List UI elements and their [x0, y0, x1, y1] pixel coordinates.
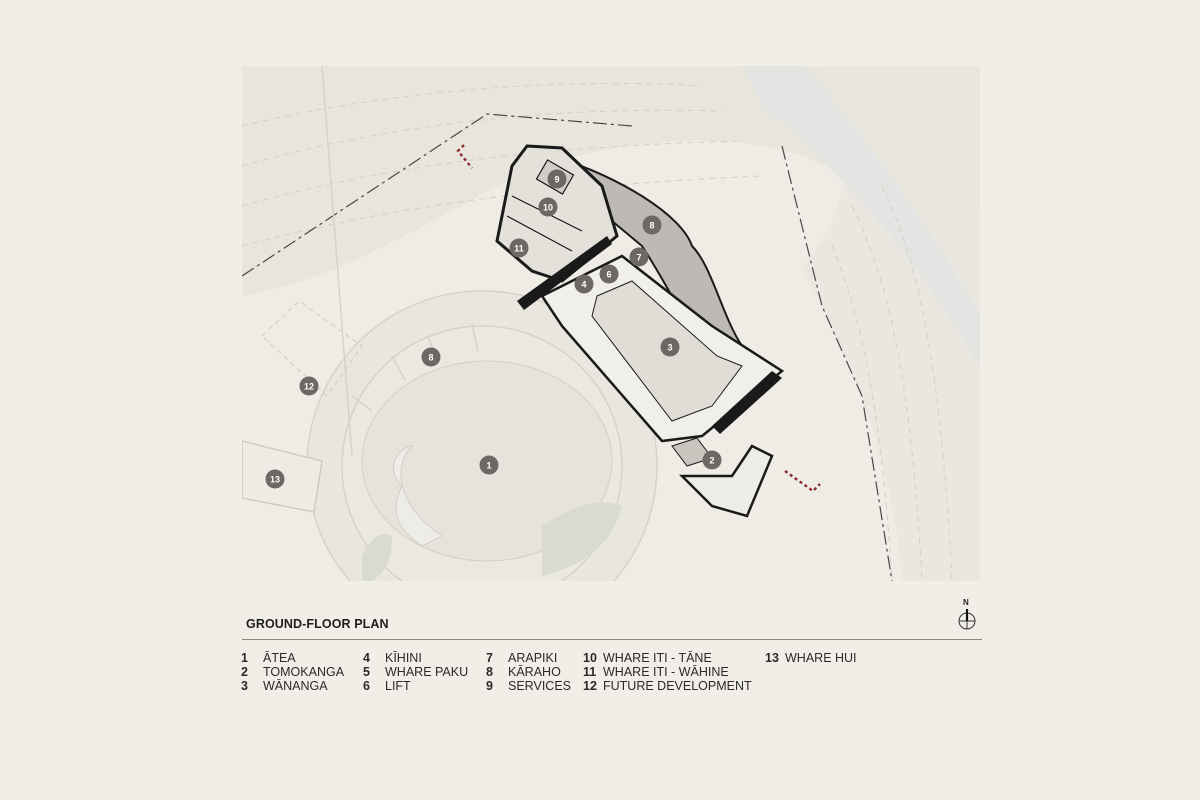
site-plan: 1 2 3 4 6 7 8 8 9 10 11 12 13 — [242, 66, 980, 581]
north-arrow-icon — [958, 609, 976, 630]
room-marker: 6 — [599, 264, 619, 284]
site-plan-drawing — [242, 66, 980, 581]
room-marker: 8 — [642, 215, 662, 235]
plan-title: GROUND-FLOOR PLAN — [246, 617, 389, 631]
room-marker: 7 — [629, 247, 649, 267]
north-label: N — [963, 598, 969, 607]
room-marker: 13 — [265, 469, 285, 489]
room-marker: 12 — [299, 376, 319, 396]
room-marker: 1 — [479, 455, 499, 475]
room-marker: 4 — [574, 274, 594, 294]
room-marker: 2 — [702, 450, 722, 470]
room-marker: 9 — [547, 169, 567, 189]
divider — [242, 639, 982, 640]
room-marker: 11 — [509, 238, 529, 258]
north-arrow: N — [955, 598, 981, 634]
room-marker: 3 — [660, 337, 680, 357]
room-marker: 8 — [421, 347, 441, 367]
room-marker: 10 — [538, 197, 558, 217]
